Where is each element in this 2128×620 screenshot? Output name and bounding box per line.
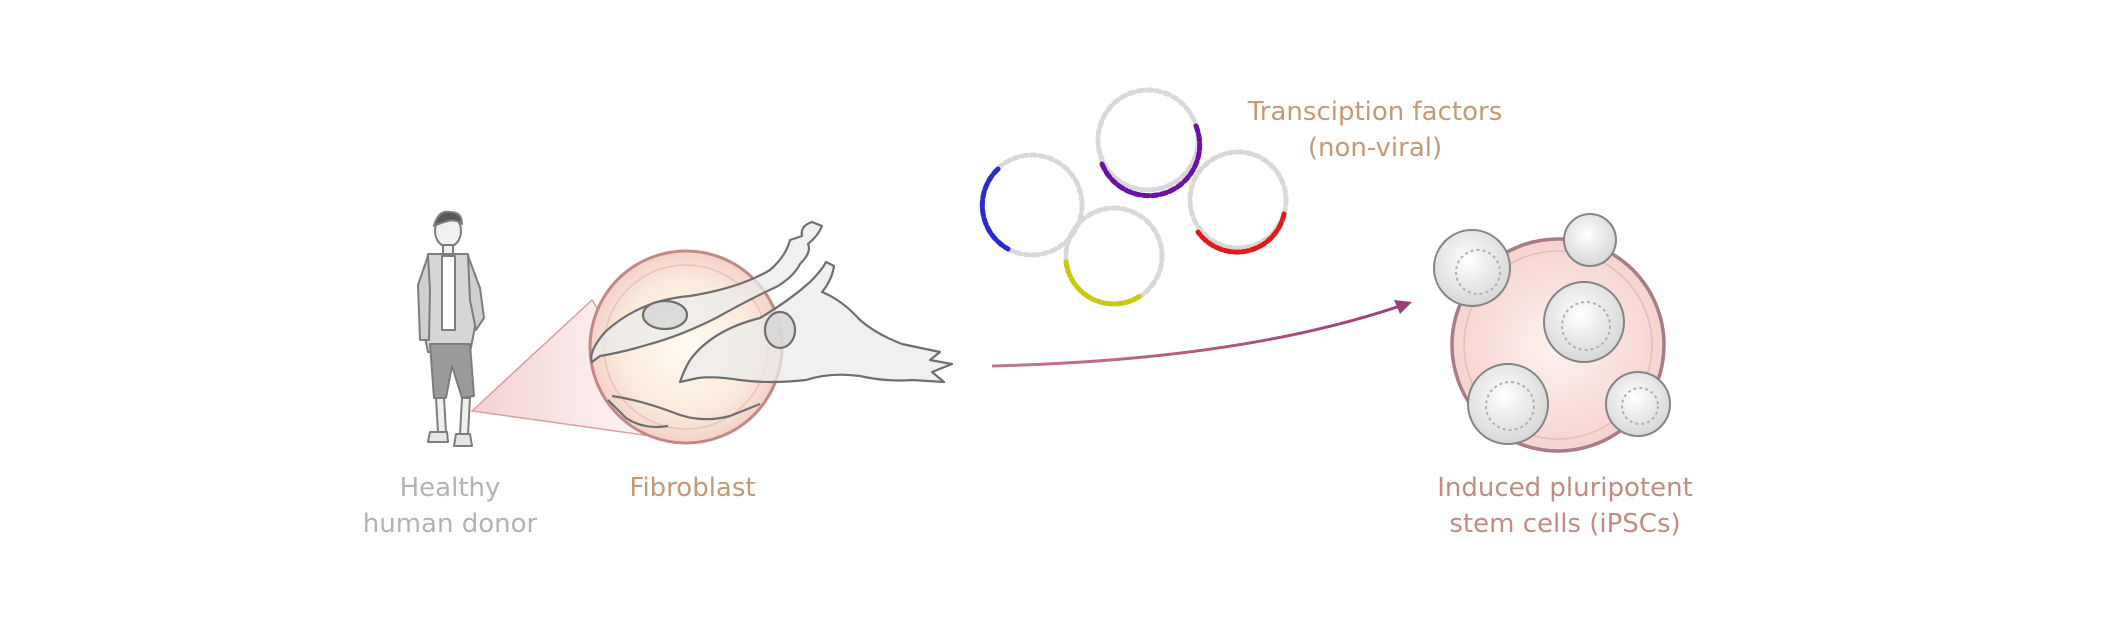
plasmid-icon	[979, 87, 1289, 307]
person-icon	[417, 210, 485, 447]
arrow-icon	[991, 300, 1412, 368]
ipsc-label: Induced pluripotent stem cells (iPSCs)	[1437, 473, 1693, 539]
donor-label: Healthy human donor	[362, 473, 538, 539]
transcription-factors-label: Transciption factors (non-viral)	[1247, 97, 1503, 163]
ipsc-cell-icon	[1433, 213, 1671, 445]
fibroblast-cell-icon	[590, 220, 954, 429]
fibroblast-label: Fibroblast	[629, 473, 756, 503]
